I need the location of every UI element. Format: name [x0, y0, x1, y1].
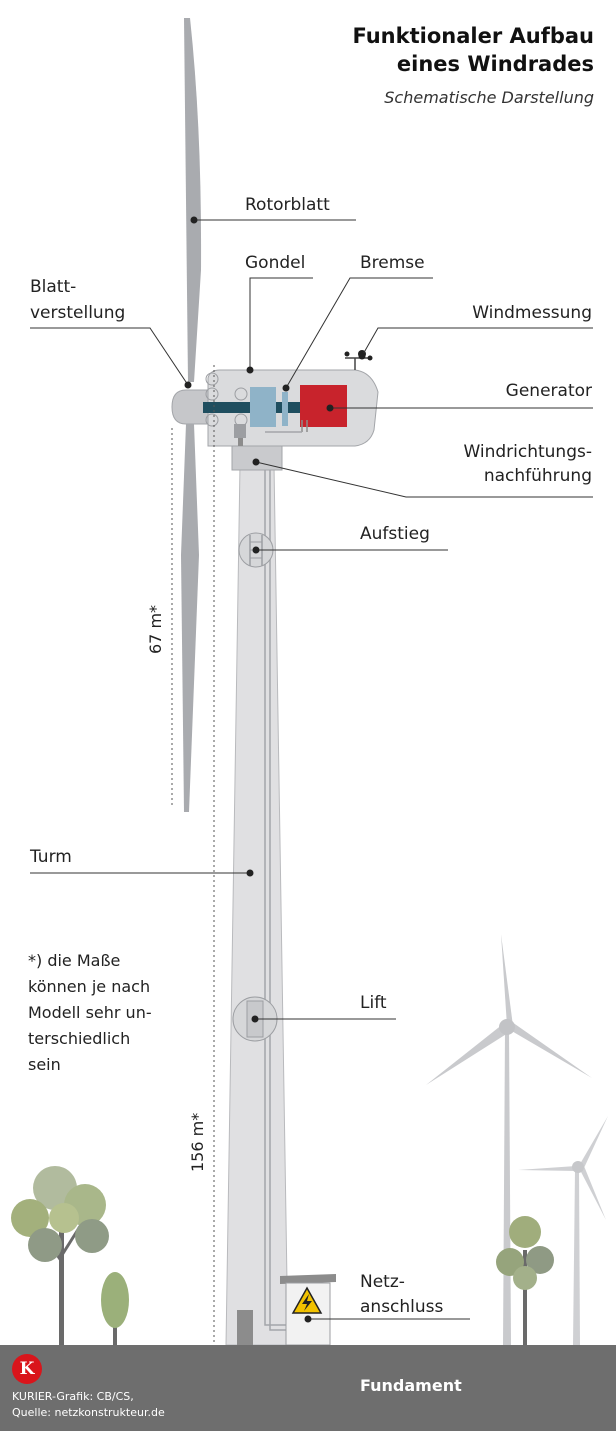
background-turbine-small	[518, 1116, 608, 1345]
wind-measurement-icon	[344, 350, 373, 370]
label-windrichtungsnachfuehrung: Windrichtungs- nachführung	[463, 442, 592, 486]
label-fundament: Fundament	[360, 1376, 462, 1395]
generator	[300, 385, 347, 427]
dimension-blade-length: 67 m*	[146, 604, 165, 654]
label-blattverstellung: Blatt- verstellung	[30, 277, 126, 323]
page-subtitle: Schematische Darstellung	[384, 88, 594, 107]
label-rotorblatt: Rotorblatt	[245, 195, 330, 215]
tower	[225, 464, 289, 1346]
label-netzanschluss: Netz- anschluss	[360, 1272, 444, 1317]
ground	[0, 1345, 616, 1431]
page-title: Funktionaler Aufbau eines Windrades	[352, 24, 594, 76]
dimension-tower-height: 156 m*	[188, 1112, 207, 1172]
tree-right	[496, 1216, 554, 1345]
brake	[282, 392, 288, 426]
rotor-blade-lower	[181, 424, 199, 812]
label-bremse: Bremse	[360, 253, 425, 273]
tower-door	[237, 1310, 253, 1345]
label-turm: Turm	[30, 847, 72, 867]
leader-lines	[30, 219, 593, 1320]
trees-left	[11, 1166, 129, 1345]
label-aufstieg: Aufstieg	[360, 524, 430, 544]
label-generator: Generator	[505, 381, 592, 401]
label-lift: Lift	[360, 993, 387, 1013]
kurier-logo-icon: K	[12, 1354, 42, 1384]
grid-connection-box	[280, 1274, 336, 1346]
background-turbine-large	[426, 934, 592, 1345]
label-windmessung: Windmessung	[472, 303, 592, 323]
leader-dots	[184, 216, 366, 1323]
footnote: *) die Maße können je nach Modell sehr u…	[28, 951, 152, 1074]
gearbox	[250, 387, 276, 427]
spinner	[171, 389, 209, 425]
rotor-blade-upper	[184, 18, 202, 382]
credit-line: KURIER-Grafik: CB/CS, Quelle: netzkonstr…	[12, 1390, 165, 1419]
label-gondel: Gondel	[245, 253, 306, 273]
